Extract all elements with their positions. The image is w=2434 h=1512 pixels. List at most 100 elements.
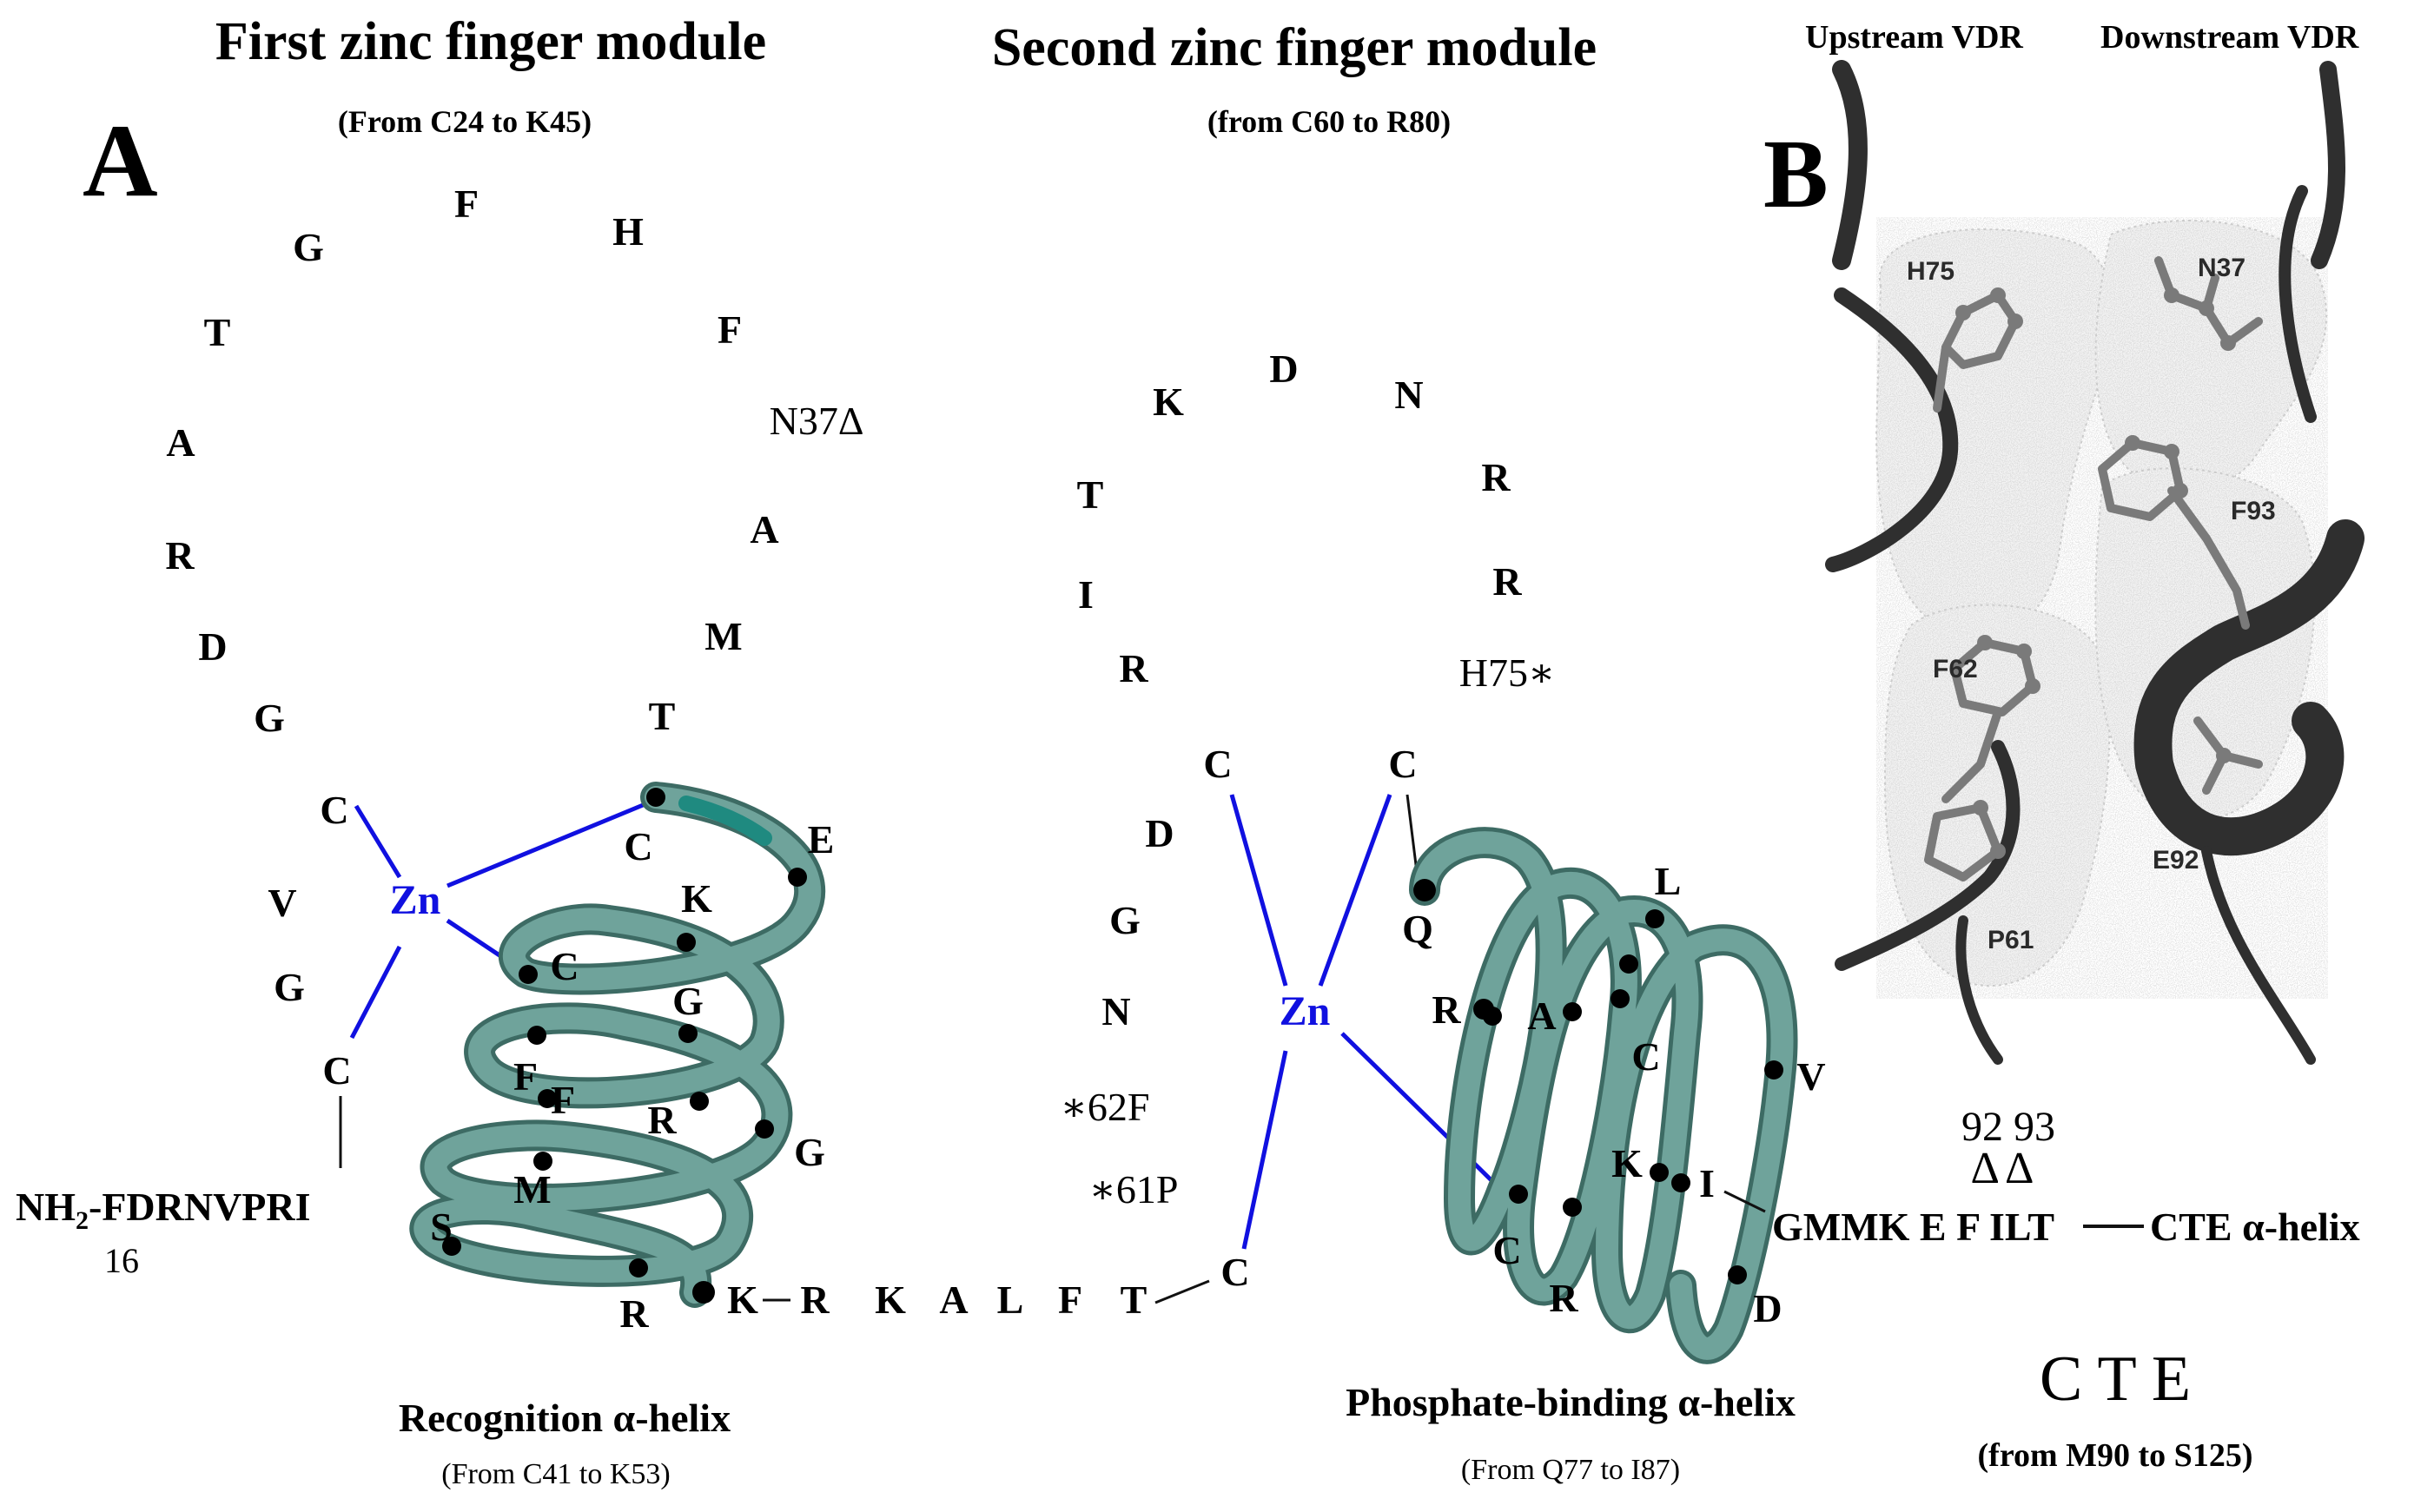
m2-cys: C (1220, 1250, 1249, 1294)
h2-res: A (1527, 994, 1556, 1038)
phosphate-helix-range: (From Q77 to I87) (1461, 1454, 1680, 1486)
h2-res: R (1549, 1276, 1578, 1320)
h1-res: C (624, 824, 652, 868)
h1-res: R (619, 1291, 649, 1336)
m2-cys: C (1203, 742, 1232, 786)
m2-res: R (1119, 646, 1148, 690)
m1-res: G (254, 696, 285, 740)
panel-b-structure: Upstream VDR Downstream VDR B (1763, 19, 2365, 1065)
module1-range: (From C24 to K45) (338, 104, 592, 139)
h2-res: R (1432, 987, 1461, 1032)
m1-res: T (204, 310, 231, 354)
h2-res: D (1753, 1286, 1782, 1330)
m2-res-h75: H75∗ (1459, 650, 1556, 695)
chain-res-61p: ∗61P (1089, 1167, 1179, 1212)
linker-res: T (1121, 1278, 1148, 1322)
h1-res: C (550, 944, 579, 988)
h1-res: M (513, 1167, 551, 1212)
h2-res: I (1699, 1161, 1715, 1205)
cte-sequence: GMMK E F ILT (1772, 1205, 2054, 1249)
h2-res: K (1611, 1141, 1643, 1185)
module2-title: Second zinc finger module (992, 18, 1597, 77)
module2-loop: K D N T R I R R H75∗ C C (1077, 347, 1556, 786)
m2-res: I (1078, 572, 1094, 617)
nterm-prefix: NH (16, 1185, 76, 1229)
m1-res: T (649, 694, 676, 738)
upstream-label: Upstream VDR (1805, 19, 2023, 56)
phosphate-helix-label: Phosphate-binding α-helix (1346, 1380, 1796, 1424)
cte-helix: CTE α-helix (2150, 1205, 2360, 1249)
m2-res: T (1077, 472, 1104, 517)
linker: R K A L F T C D G N ∗62F ∗61P (763, 811, 1250, 1322)
h1-res: F (551, 1078, 575, 1122)
m1-res: A (750, 507, 778, 551)
m1-res: F (454, 182, 479, 226)
phosphate-helix (1409, 827, 1798, 1364)
chain-res-62f: ∗62F (1061, 1085, 1150, 1129)
m1-res: A (166, 420, 195, 465)
zn-label: Zn (390, 877, 441, 923)
panel-a-label: A (83, 102, 158, 218)
cte-deltas: ΔΔ (1971, 1144, 2040, 1193)
res-f93: F93 (2231, 497, 2276, 525)
module2-range: (from C60 to R80) (1207, 104, 1451, 139)
m2-res: K (1153, 380, 1184, 424)
m2-cys: C (1388, 742, 1417, 786)
m2-res: D (1269, 347, 1298, 391)
downstream-label: Downstream VDR (2100, 19, 2359, 56)
m1-res: H (612, 209, 644, 254)
linker-res: F (1058, 1278, 1082, 1322)
m1-res: R (165, 533, 195, 578)
recognition-helix-range: (From C41 to K53) (441, 1458, 671, 1490)
cte-block: 92 93 ΔΔ GMMK E F ILT CTE α-helix C T E … (1723, 1104, 2360, 1474)
panel-b-label: B (1763, 121, 1829, 228)
m1-res: F (718, 307, 742, 352)
module1-loop: G F H T F N37Δ A A R M D G T C V G C (165, 182, 863, 1093)
cte-label: C T E (2040, 1344, 2191, 1415)
h1-res: R (647, 1098, 677, 1142)
m1-res-n37: N37Δ (770, 399, 864, 443)
svg-text:NH2-FDRNVPRI: NH2-FDRNVPRI (16, 1185, 311, 1235)
h2-res: Q (1402, 907, 1433, 951)
h1-res: S (430, 1205, 453, 1249)
res-p61: P61 (1988, 926, 2034, 954)
h1-res: K (681, 876, 712, 921)
h2-res: C (1492, 1228, 1521, 1272)
linker-res: R (800, 1278, 830, 1322)
m1-res: G (274, 965, 305, 1009)
cte-numbers: 92 93 (1961, 1104, 2055, 1150)
res-h75: H75 (1907, 257, 1954, 286)
m1-cys: C (320, 788, 348, 832)
nterm-seq: -FDRNVPRI (89, 1185, 311, 1229)
recognition-helix (409, 782, 826, 1308)
res-e92: E92 (2153, 846, 2199, 875)
h2-res: V (1796, 1054, 1825, 1099)
linker-res: A (939, 1278, 968, 1322)
m2-res: R (1481, 455, 1511, 499)
nterm-num: 16 (104, 1241, 139, 1280)
nterm-sub: 2 (76, 1206, 89, 1235)
h2-res: C (1631, 1034, 1660, 1079)
h1-res: E (808, 817, 835, 862)
n-terminus: NH2-FDRNVPRI 16 (16, 1185, 311, 1280)
res-n37: N37 (2198, 254, 2245, 282)
chain-res: N (1101, 989, 1130, 1033)
h1-res: F (513, 1054, 538, 1099)
m1-res: D (198, 624, 227, 669)
chain-res: G (1109, 898, 1141, 942)
h2-res: L (1655, 859, 1682, 903)
recognition-helix-label: Recognition α-helix (399, 1396, 731, 1440)
recognition-helix-residues: C E K C G R G F F M S R K (430, 817, 834, 1336)
linker-res: K (875, 1278, 906, 1322)
res-f62: F62 (1933, 655, 1978, 683)
m1-res: M (704, 614, 742, 658)
phosphate-helix-residues: Q L R A C V K I C R D (1402, 859, 1826, 1330)
m2-res: R (1492, 559, 1522, 604)
chain-res: D (1145, 811, 1174, 855)
zinc-module2: Zn (1229, 794, 1505, 1250)
m1-res: V (268, 881, 296, 925)
m1-res: G (293, 225, 324, 269)
linker-res: L (997, 1278, 1024, 1322)
